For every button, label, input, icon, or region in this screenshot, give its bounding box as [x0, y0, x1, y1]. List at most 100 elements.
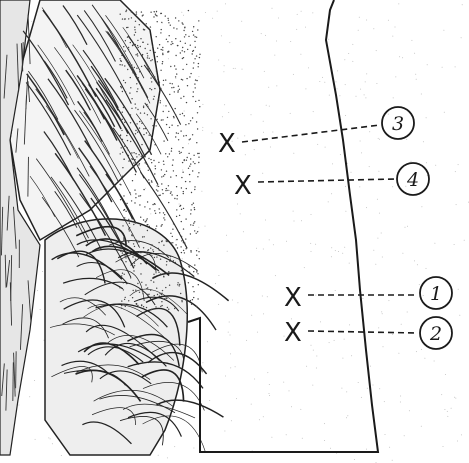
stipple-dot: [124, 274, 125, 275]
stipple-dot: [124, 65, 125, 66]
paper-dot: [417, 264, 418, 265]
stipple-dot: [172, 242, 173, 243]
stipple-dot: [192, 170, 193, 171]
stipple-dot: [184, 115, 185, 116]
stipple-dot: [151, 180, 152, 181]
stipple-dot: [161, 29, 162, 30]
stipple-dot: [167, 117, 168, 118]
stipple-dot: [197, 231, 198, 232]
stipple-dot: [169, 261, 170, 262]
stipple-dot: [166, 261, 167, 262]
stipple-dot: [175, 136, 176, 137]
paper-dot: [342, 358, 343, 359]
stipple-dot: [134, 34, 135, 35]
stipple-dot: [152, 125, 153, 126]
stipple-dot: [186, 188, 187, 189]
stipple-dot: [152, 59, 153, 60]
stipple-dot: [195, 101, 196, 102]
paper-dot: [398, 353, 399, 354]
stipple-dot: [128, 219, 129, 220]
paper-dot: [301, 11, 302, 12]
stipple-dot: [170, 176, 171, 177]
paper-dot: [276, 85, 277, 86]
paper-dot: [365, 97, 366, 98]
paper-dot: [245, 154, 246, 155]
paper-dot: [388, 300, 389, 301]
marker-4-leader: [258, 179, 395, 182]
stipple-dot: [163, 140, 164, 141]
stipple-dot: [150, 50, 151, 51]
stipple-dot: [124, 146, 125, 147]
stipple-dot: [135, 259, 136, 260]
paper-dot: [388, 20, 389, 21]
marker-4: X 4: [234, 163, 429, 201]
paper-dot: [227, 251, 228, 252]
stipple-dot: [163, 84, 164, 85]
paper-dot: [119, 189, 120, 190]
paper-dot: [354, 459, 355, 460]
stipple-dot: [127, 140, 128, 141]
stipple-dot: [156, 70, 157, 71]
paper-dot: [48, 437, 49, 438]
stipple-dot: [125, 50, 126, 51]
paper-dot: [244, 135, 245, 136]
stipple-dot: [128, 155, 129, 156]
stipple-dot: [195, 47, 196, 48]
stipple-dot: [181, 240, 182, 241]
stipple-dot: [148, 158, 149, 159]
stipple-dot: [180, 293, 181, 294]
paper-dot: [225, 3, 226, 4]
stipple-dot: [140, 273, 141, 274]
stipple-dot: [168, 185, 169, 186]
stipple-dot: [155, 213, 156, 214]
stipple-dot: [181, 300, 182, 301]
paper-dot: [179, 204, 180, 205]
marker-3-cross: X: [218, 129, 236, 159]
paper-dot: [407, 226, 408, 227]
stipple-dot: [122, 152, 123, 153]
stipple-dot: [178, 90, 179, 91]
stipple-dot: [165, 15, 166, 16]
stipple-dot: [147, 166, 148, 167]
marker-1-number: 1: [430, 283, 442, 305]
stipple-dot: [120, 86, 121, 87]
paper-dot: [462, 4, 463, 5]
stipple-dot: [175, 114, 176, 115]
stipple-dot: [122, 64, 123, 65]
stipple-dot: [190, 73, 191, 74]
stipple-dot: [124, 217, 125, 218]
stipple-dot: [181, 221, 182, 222]
paper-dot: [310, 243, 311, 244]
stipple-dot: [142, 293, 143, 294]
stipple-dot: [177, 247, 178, 248]
paper-dot: [235, 68, 236, 69]
stipple-dot: [188, 264, 189, 265]
paper-dot: [360, 89, 361, 90]
stipple-dot: [182, 50, 183, 51]
stipple-dot: [138, 154, 139, 155]
stipple-dot: [136, 13, 137, 14]
stipple-dot: [148, 170, 149, 171]
paper-dot: [369, 166, 370, 167]
stipple-dot: [149, 58, 150, 59]
paper-dot: [346, 417, 347, 418]
stipple-dot: [151, 162, 152, 163]
stipple-dot: [141, 144, 142, 145]
stipple-dot: [136, 91, 137, 92]
paper-dot: [415, 74, 416, 75]
stipple-dot: [184, 242, 185, 243]
stipple-dot: [197, 273, 198, 274]
paper-dot: [267, 372, 268, 373]
stipple-dot: [193, 34, 194, 35]
paper-dot: [225, 376, 226, 377]
stipple-dot: [189, 174, 190, 175]
stipple-dot: [130, 77, 131, 78]
stipple-dot: [190, 120, 191, 121]
stipple-dot: [143, 219, 144, 220]
stipple-dot: [173, 27, 174, 28]
stipple-dot: [148, 179, 149, 180]
paper-dot: [447, 411, 448, 412]
stipple-dot: [125, 306, 126, 307]
stipple-dot: [159, 293, 160, 294]
paper-dot: [316, 368, 317, 369]
